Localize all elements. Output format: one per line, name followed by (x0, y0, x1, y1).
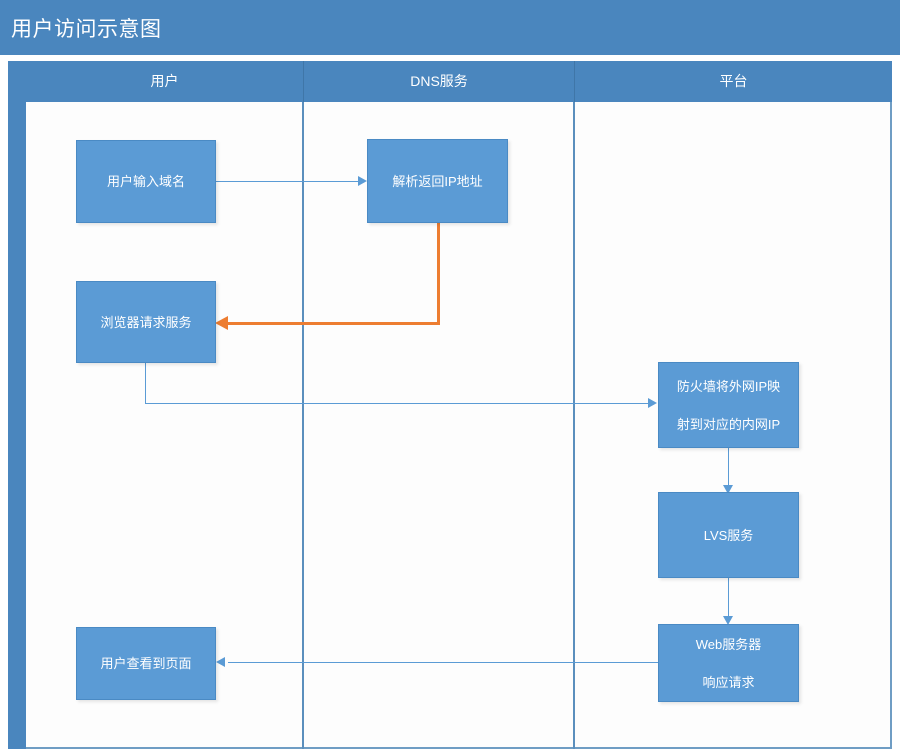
node-web-server-label-line2: 响应请求 (702, 674, 755, 690)
node-firewall-nat-label-line1: 防火墙将外网IP映 (676, 378, 781, 394)
edge-web-to-user-page-arrowhead (216, 657, 225, 667)
node-lvs-service-label: LVS服务 (703, 527, 754, 543)
lane-header-dns: DNS服务 (410, 73, 468, 89)
edge-user-input-to-dns-line (215, 181, 360, 182)
node-dns-resolve-ip[interactable]: 解析返回IP地址 (367, 139, 508, 223)
edge-web-to-user-page-line (228, 662, 658, 663)
node-dns-resolve-ip-label: 解析返回IP地址 (392, 173, 483, 189)
edge-browser-to-firewall-vertical (145, 362, 146, 404)
node-web-server-label: Web服务器响应请求 (684, 635, 774, 692)
edge-dns-to-browser-arrowhead (215, 316, 228, 330)
edge-lvs-to-web-line (728, 578, 729, 618)
node-firewall-nat[interactable]: 防火墙将外网IP映射到对应的内网IP (658, 362, 799, 448)
node-user-sees-page[interactable]: 用户查看到页面 (76, 627, 216, 700)
node-user-input-domain[interactable]: 用户输入域名 (76, 140, 216, 223)
node-browser-request-label: 浏览器请求服务 (100, 314, 192, 330)
lane-header-platform: 平台 (719, 73, 748, 89)
edge-firewall-to-lvs-line (728, 447, 729, 487)
node-firewall-nat-label-line2: 射到对应的内网IP (676, 416, 781, 432)
edge-browser-to-firewall-arrowhead (648, 398, 657, 408)
diagram-title-bar: 用户访问示意图 (0, 0, 900, 55)
edge-firewall-to-lvs-arrowhead (723, 485, 733, 494)
edge-lvs-to-web-arrowhead (723, 616, 733, 625)
node-user-sees-page-label: 用户查看到页面 (100, 656, 192, 671)
node-web-server[interactable]: Web服务器响应请求 (658, 624, 799, 702)
node-web-server-label-line1: Web服务器 (695, 636, 762, 652)
lane-divider-user-dns (302, 102, 304, 749)
lane-header-separator-2 (574, 61, 575, 102)
lane-divider-dns-platform (573, 102, 575, 749)
edge-user-input-to-dns-arrowhead (358, 176, 367, 186)
edge-dns-to-browser-vertical (437, 223, 440, 324)
lane-header-row: 用户 DNS服务 平台 (26, 61, 892, 102)
node-firewall-nat-label: 防火墙将外网IP映射到对应的内网IP (665, 377, 792, 434)
lane-left-spine (8, 61, 26, 749)
edge-browser-to-firewall-horizontal (145, 403, 650, 404)
lane-header-separator-1 (303, 61, 304, 102)
node-user-input-domain-label: 用户输入域名 (106, 174, 185, 189)
page-title: 用户访问示意图 (11, 18, 162, 41)
lane-header-user: 用户 (150, 73, 179, 89)
node-lvs-service[interactable]: LVS服务 (658, 492, 799, 578)
node-browser-request[interactable]: 浏览器请求服务 (76, 281, 216, 363)
edge-dns-to-browser-horizontal (228, 322, 440, 325)
